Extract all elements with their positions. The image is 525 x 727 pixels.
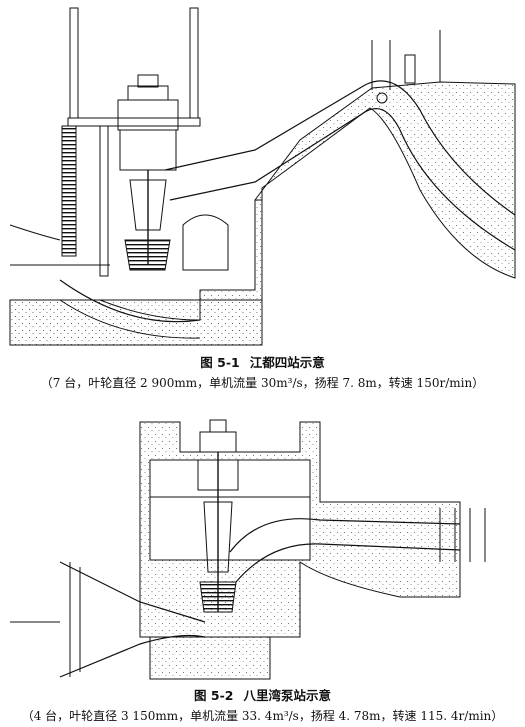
jiangdu-station-drawing xyxy=(9,7,516,346)
figure-5-2-title: 图 5-2 八里湾泵站示意 xyxy=(0,685,525,704)
figure-5-2-name: 八里湾泵站示意 xyxy=(243,688,331,703)
figure-5-1-title: 图 5-1 江都四站示意 xyxy=(0,352,525,371)
figure-5-1-name: 江都四站示意 xyxy=(249,355,325,370)
figure-5-1-subtitle: （7 台，叶轮直径 2 900mm，单机流量 30m³/s，扬程 7. 8m，转… xyxy=(40,376,485,390)
baliwan-station-drawing xyxy=(10,419,486,680)
figure-5-2-number: 图 5-2 xyxy=(194,688,234,703)
figure-5-1-number: 图 5-1 xyxy=(200,355,240,370)
figure-5-2-subtitle: （4 台，叶轮直径 3 150mm，单机流量 33. 4m³/s，扬程 4. 7… xyxy=(21,709,504,723)
